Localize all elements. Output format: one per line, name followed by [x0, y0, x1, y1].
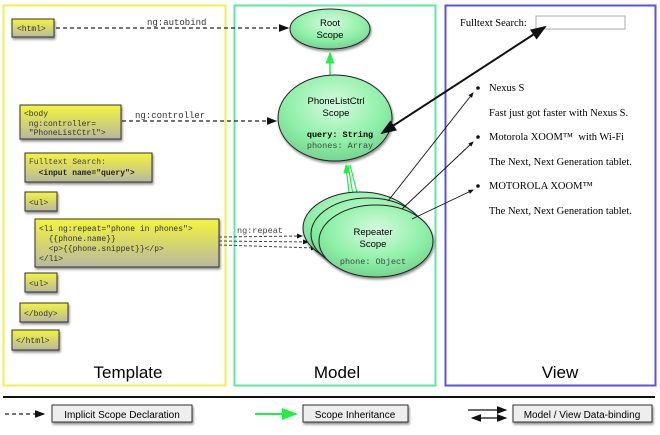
- svg-text:Fast just got faster with Nexu: Fast just got faster with Nexus S.: [489, 108, 628, 119]
- legend-binding: Model / View Data-binding: [468, 404, 653, 423]
- ul-close-tag: <ul>: [24, 272, 58, 293]
- svg-text:<ul>: <ul>: [29, 280, 48, 289]
- svg-text:<ul>: <ul>: [29, 199, 48, 208]
- root-scope: Root Scope: [289, 8, 371, 50]
- svg-text:Scope: Scope: [317, 30, 344, 41]
- svg-text:Motorola XOOM™ with Wi-Fi: Motorola XOOM™ with Wi-Fi: [489, 132, 624, 143]
- autobind-label: ng:autobind: [147, 18, 206, 28]
- phone-property: phone: Object: [340, 257, 406, 267]
- list-item: MOTOROLA XOOM™ The Next, Next Generation…: [476, 181, 632, 217]
- svg-text:<p>{{phone.snippet}}</p>: <p>{{phone.snippet}}</p>: [39, 245, 164, 254]
- svg-text:{{phone.name}}: {{phone.name}}: [39, 235, 116, 244]
- repeater-scopes: Repeater Scope phone: Object: [302, 191, 434, 278]
- svg-text:MOTOROLA XOOM™: MOTOROLA XOOM™: [489, 181, 593, 192]
- repeat-label: ng:repeat: [237, 226, 283, 236]
- svg-text:Root: Root: [320, 18, 340, 29]
- svg-text:Implicit Scope Declaration: Implicit Scope Declaration: [64, 410, 180, 421]
- body-close-tag: </body>: [19, 302, 69, 323]
- body-tag: <body ng:controller= "PhoneListCtrl">: [19, 104, 122, 140]
- svg-text:</li>: </li>: [39, 255, 63, 264]
- controller-arrow: ng:controller: [122, 111, 278, 125]
- svg-text:<li ng:repeat="phone in phones: <li ng:repeat="phone in phones">: [39, 225, 193, 234]
- autobind-arrow: ng:autobind: [56, 18, 290, 32]
- view-panel: View: [444, 4, 657, 387]
- ul-open-tag: <ul>: [24, 191, 58, 212]
- legend-inheritance: Scope Inheritance: [255, 404, 409, 423]
- svg-text:Scope: Scope: [360, 239, 387, 250]
- template-title: Template: [94, 363, 163, 382]
- data-binding-arrows: [380, 25, 547, 220]
- svg-text:Scope Inheritance: Scope Inheritance: [315, 410, 396, 421]
- model-title: Model: [314, 363, 360, 382]
- svg-text:<input name="query">: <input name="query">: [29, 169, 135, 178]
- query-property: query: String: [307, 130, 373, 140]
- list-item: Motorola XOOM™ with Wi-Fi The Next, Next…: [476, 132, 632, 168]
- svg-text:Nexus S: Nexus S: [489, 83, 524, 94]
- li-repeat-tag: <li ng:repeat="phone in phones"> {{phone…: [34, 218, 220, 268]
- svg-text:ng:controller=: ng:controller=: [24, 120, 96, 129]
- svg-text:Model / View Data-binding: Model / View Data-binding: [524, 410, 641, 421]
- html-close-tag: </html>: [11, 329, 60, 351]
- search-input-tag: Fulltext Search: <input name="query">: [24, 152, 153, 183]
- search-label: Fulltext Search:: [460, 18, 527, 29]
- svg-text:PhoneListCtrl: PhoneListCtrl: [307, 96, 364, 107]
- legend-implicit: Implicit Scope Declaration: [5, 404, 193, 423]
- phonelistctrl-scope: PhoneListCtrl Scope query: String phones…: [277, 74, 393, 162]
- view-title: View: [542, 363, 579, 382]
- svg-text:Fulltext Search:: Fulltext Search:: [29, 158, 106, 167]
- view-search: Fulltext Search:: [460, 15, 626, 30]
- svg-text:</html>: </html>: [16, 337, 50, 346]
- svg-text:<html>: <html>: [17, 25, 46, 34]
- svg-text:<body: <body: [24, 110, 48, 119]
- repeat-arrows: ng:repeat: [218, 226, 317, 251]
- svg-text:Repeater: Repeater: [353, 227, 392, 238]
- svg-text:Scope: Scope: [323, 108, 350, 119]
- svg-text:"PhoneListCtrl">: "PhoneListCtrl">: [24, 129, 106, 138]
- search-input[interactable]: [535, 15, 626, 30]
- svg-text:The Next, Next Generation tabl: The Next, Next Generation tablet.: [489, 157, 632, 168]
- phones-property: phones: Array: [307, 141, 373, 151]
- controller-label: ng:controller: [135, 111, 205, 121]
- svg-text:The Next, Next Generation tabl: The Next, Next Generation tablet.: [489, 206, 632, 217]
- svg-text:</body>: </body>: [24, 310, 58, 319]
- html-open-tag: <html>: [11, 18, 55, 38]
